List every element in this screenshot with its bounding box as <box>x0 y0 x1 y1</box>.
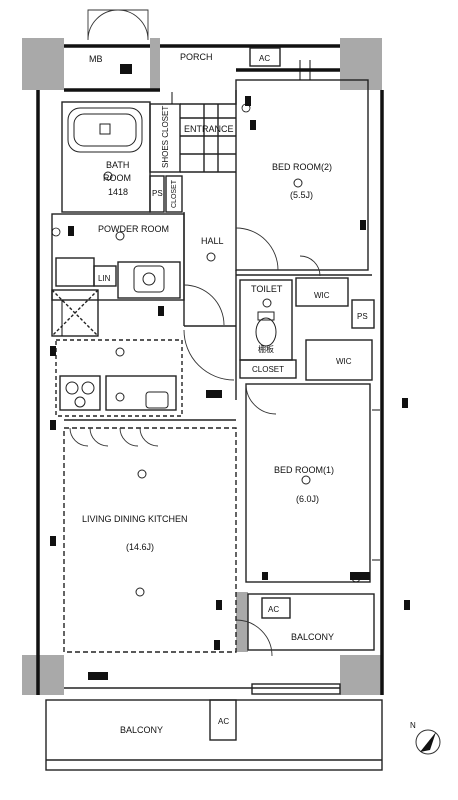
powder-room-label: POWDER ROOM <box>98 224 169 234</box>
bath-size-label: 1418 <box>108 187 128 197</box>
washbasin-icon <box>133 265 165 293</box>
stove-icon <box>65 381 95 408</box>
porch-label: PORCH <box>180 52 213 62</box>
ldk-label: LIVING DINING KITCHEN <box>82 514 188 524</box>
bedroom1-size-label: (6.0J) <box>296 494 319 504</box>
bedroom2-size-label: (5.5J) <box>290 190 313 200</box>
balcony-bottom-label: BALCONY <box>120 725 163 735</box>
ldk-size-label: (14.6J) <box>126 542 154 552</box>
bedroom1-label: BED ROOM(1) <box>274 465 334 475</box>
compass-north-label: N <box>410 721 416 730</box>
lin-label: LIN <box>98 274 111 283</box>
ceiling-lights <box>103 171 311 597</box>
exterior-walls <box>36 44 384 695</box>
entrance-label: ENTRANCE <box>184 124 234 134</box>
door-swings <box>69 9 321 657</box>
toilet-label: TOILET <box>251 284 283 294</box>
mb-label: MB <box>89 54 103 64</box>
ps-left-label: PS <box>152 189 163 198</box>
bath-label: BATH <box>106 160 129 170</box>
bedroom2-label: BED ROOM(2) <box>272 162 332 172</box>
toilet-bowl-icon <box>255 311 277 347</box>
bath-room-label: ROOM <box>103 173 131 183</box>
structural-columns <box>22 38 382 695</box>
wic-bottom-label: WIC <box>336 357 352 366</box>
wic-top-label: WIC <box>314 291 330 300</box>
hall-label: HALL <box>201 236 224 246</box>
bedroom-balcony-ac-label: AC <box>268 605 279 614</box>
smoke-detectors <box>51 103 361 583</box>
shoes-closet-label: SHOES CLOSET <box>161 106 170 168</box>
ps-right-label: PS <box>357 312 368 321</box>
balcony-right-label: BALCONY <box>291 632 334 642</box>
shelf-label: 棚板 <box>258 344 274 354</box>
balcony-ac-label: AC <box>218 717 229 726</box>
closet-vertical-label: CLOSET <box>171 179 178 208</box>
interior-walls <box>45 47 383 771</box>
sink-icon <box>145 391 169 409</box>
closet-bottom-label: CLOSET <box>252 365 284 374</box>
outlets <box>50 64 410 680</box>
room-labels: MB PORCH AC ENTRANCE SHOES CLOSET BATH R… <box>82 52 368 735</box>
windows <box>61 60 380 561</box>
bathtub <box>67 107 143 153</box>
porch-ac-label: AC <box>259 54 270 63</box>
compass-icon <box>415 729 441 755</box>
